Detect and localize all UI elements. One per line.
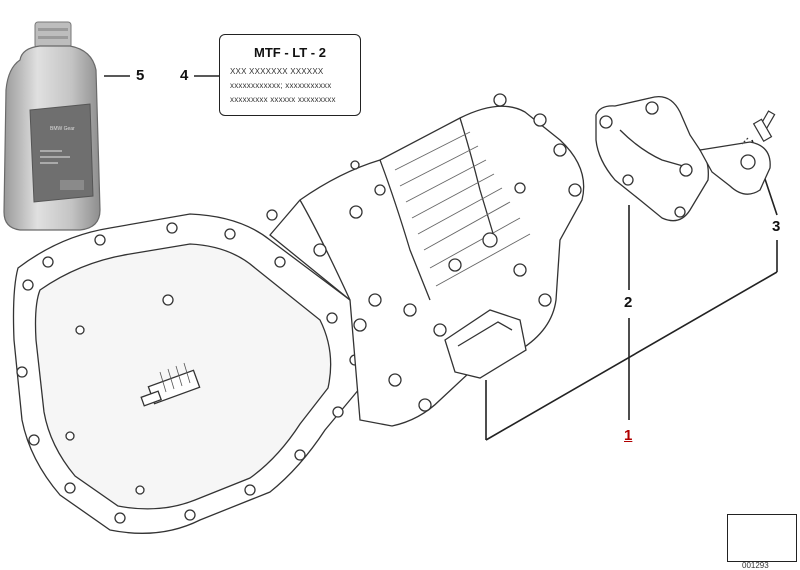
bottle-brand-text: BMW Gear [50, 126, 75, 132]
hex-bolt-illustration [741, 110, 776, 145]
callout-1[interactable]: 1 [624, 427, 633, 444]
fluid-label-title: MTF - LT - 2 [254, 45, 326, 60]
oil-bottle-illustration: BMW Gear [3, 21, 101, 231]
bell-housing-illustration [12, 213, 365, 534]
gearbox-case-illustration [266, 93, 585, 427]
leader-lines [104, 75, 778, 441]
fluid-label-row-2: xxxxxxxxxxxx; xxxxxxxxxxx [230, 81, 332, 90]
fluid-label-row-3: xxxxxxxxx xxxxxx xxxxxxxxx [230, 95, 336, 104]
callout-5: 5 [136, 67, 145, 84]
mount-bracket-illustration [595, 95, 771, 222]
diagram-code: 001293 [742, 561, 769, 570]
callout-4: 4 [180, 67, 189, 84]
callout-3: 3 [772, 218, 781, 235]
leader-line-3-diagonal [485, 271, 778, 441]
fluid-label-row-1: XXX XXXXXXX XXXXXX [230, 67, 324, 76]
callout-2: 2 [624, 294, 633, 311]
fluid-spec-label: MTF - LT - 2 XXX XXXXXXX XXXXXX xxxxxxxx… [219, 34, 361, 116]
reference-icon-box [727, 514, 797, 562]
